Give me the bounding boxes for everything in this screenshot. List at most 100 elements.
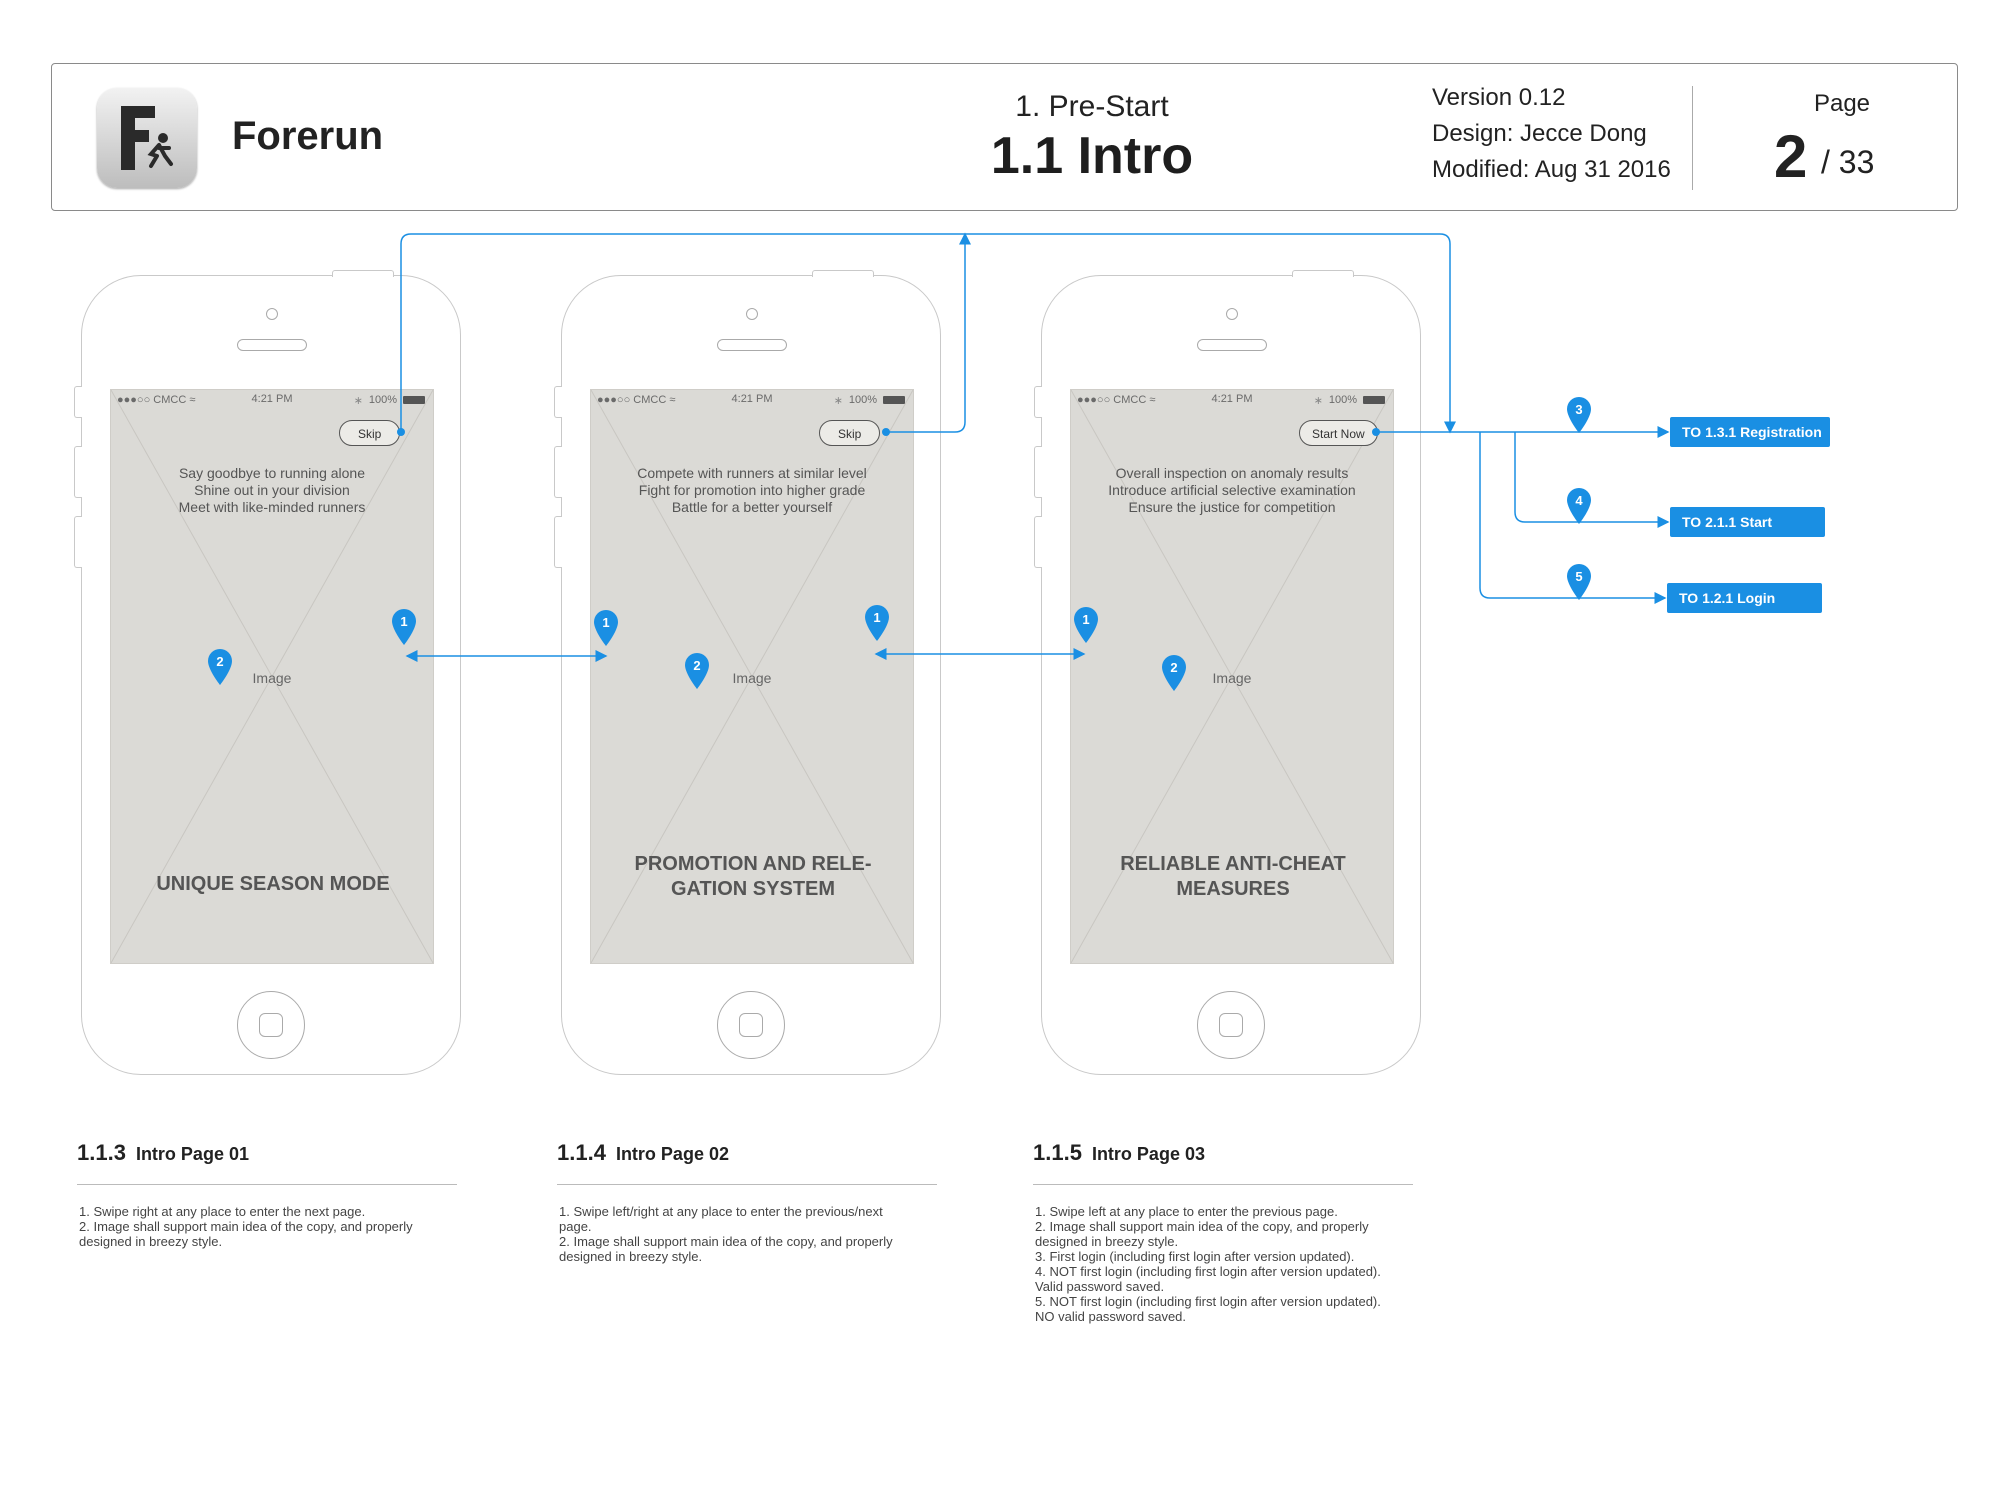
note-number: 1.1.4 <box>557 1140 606 1165</box>
app-name: Forerun <box>232 114 384 158</box>
image-placeholder-cross <box>1071 390 1393 963</box>
designer-text: Design: Jecce Dong <box>1432 120 1647 147</box>
marker-pin-2: 2 <box>207 648 233 686</box>
marker-pin-2: 2 <box>1161 654 1187 692</box>
phone-mockup-intro-03: ●●●○○ CMCC ≈ 4:21 PM ∗ 100% Start Now Ov… <box>1034 270 1421 1075</box>
status-bar: ●●●○○ CMCC ≈ 4:21 PM ∗ 100% <box>1071 390 1393 410</box>
intro-copy: Overall inspection on anomaly results In… <box>1071 465 1393 516</box>
page-label: Page <box>1813 90 1871 117</box>
note-number: 1.1.3 <box>77 1140 126 1165</box>
section-title: 1. Pre-Start <box>1015 90 1169 123</box>
skip-button[interactable]: Skip <box>819 420 881 446</box>
modified-text: Modified: Aug 31 2016 <box>1432 156 1671 183</box>
copy-line: Compete with runners at similar level <box>637 465 867 481</box>
note-intro-03: 1.1.5 Intro Page 03 1. Swipe left at any … <box>1033 1140 1413 1324</box>
volume-down-button <box>554 516 562 568</box>
battery-icon <box>403 396 425 404</box>
volume-down-button <box>74 516 82 568</box>
camera-icon <box>746 308 758 320</box>
image-label: Image <box>252 670 292 686</box>
dest-start[interactable]: TO 2.1.1 Start <box>1670 507 1825 537</box>
camera-icon <box>266 308 278 320</box>
copy-line: Ensure the justice for competition <box>1128 499 1336 515</box>
phone-mockup-intro-01: ●●●○○ CMCC ≈ 4:21 PM ∗ 100% Skip Say goo… <box>74 270 461 1075</box>
feature-heading: UNIQUE SEASON MODE <box>156 873 390 895</box>
bluetooth-icon: ∗ <box>833 395 843 407</box>
image-placeholder-cross <box>111 390 433 963</box>
volume-up-button <box>1034 446 1042 498</box>
image-label: Image <box>732 670 772 686</box>
image-placeholder-cross <box>591 390 913 963</box>
screen-intro-01[interactable]: ●●●○○ CMCC ≈ 4:21 PM ∗ 100% Skip Say goo… <box>110 389 434 964</box>
marker-pin-1: 1 <box>864 604 890 642</box>
marker-pin-2: 2 <box>684 652 710 690</box>
skip-button[interactable]: Skip <box>339 420 401 446</box>
note-divider <box>77 1184 457 1185</box>
page-title: 1.1 Intro <box>990 127 1194 185</box>
battery-percent: 100% <box>1328 394 1357 406</box>
home-button-icon <box>259 1013 283 1037</box>
battery-icon <box>1363 396 1385 404</box>
battery-percent: 100% <box>368 394 397 406</box>
page-number: 2 <box>1774 123 1808 190</box>
copy-line: Introduce artificial selective examinati… <box>1108 482 1356 498</box>
intro-copy: Say goodbye to running alone Shine out i… <box>111 465 433 516</box>
note-number: 1.1.5 <box>1033 1140 1082 1165</box>
marker-pin-3: 3 <box>1566 396 1592 434</box>
version-text: Version 0.12 <box>1432 84 1566 111</box>
home-button[interactable] <box>717 991 785 1059</box>
copy-line: Fight for promotion into higher grade <box>638 482 866 498</box>
phone-mockup-intro-02: ●●●○○ CMCC ≈ 4:21 PM ∗ 100% Skip Compete… <box>554 270 941 1075</box>
copy-line: Shine out in your division <box>194 482 350 498</box>
copy-line: Overall inspection on anomaly results <box>1115 465 1349 481</box>
power-button <box>332 270 394 277</box>
screen-intro-03[interactable]: ●●●○○ CMCC ≈ 4:21 PM ∗ 100% Start Now Ov… <box>1070 389 1394 964</box>
home-button-icon <box>1219 1013 1243 1037</box>
copy-line: Meet with like-minded runners <box>178 499 366 515</box>
volume-down-button <box>1034 516 1042 568</box>
note-body: 1. Swipe left at any place to enter the … <box>1035 1204 1381 1324</box>
home-button[interactable] <box>1197 991 1265 1059</box>
copy-line: Say goodbye to running alone <box>178 465 366 481</box>
screen-intro-02[interactable]: ●●●○○ CMCC ≈ 4:21 PM ∗ 100% Skip Compete… <box>590 389 914 964</box>
note-body: 1. Swipe right at any place to enter the… <box>79 1204 413 1249</box>
marker-pin-5: 5 <box>1566 563 1592 601</box>
volume-up-button <box>74 446 82 498</box>
speaker-grille <box>717 339 787 351</box>
app-logo-icon <box>97 88 197 188</box>
note-title: Intro Page 03 <box>1091 1144 1205 1164</box>
note-title: Intro Page 01 <box>135 1144 249 1164</box>
marker-pin-4: 4 <box>1566 487 1592 525</box>
battery-icon <box>883 396 905 404</box>
marker-pin-1: 1 <box>391 608 417 646</box>
bluetooth-icon: ∗ <box>1313 395 1323 407</box>
note-body: 1. Swipe left/right at any place to ente… <box>559 1204 893 1264</box>
carrier-signal: ●●●○○ CMCC ≈ <box>117 394 196 406</box>
home-button-icon <box>739 1013 763 1037</box>
battery-percent: 100% <box>848 394 877 406</box>
bluetooth-icon: ∗ <box>353 395 363 407</box>
home-button[interactable] <box>237 991 305 1059</box>
dest-login[interactable]: TO 1.2.1 Login <box>1667 583 1822 613</box>
start-now-button[interactable]: Start Now <box>1299 420 1378 446</box>
meta-divider <box>1692 86 1693 190</box>
status-bar: ●●●○○ CMCC ≈ 4:21 PM ∗ 100% <box>591 390 913 410</box>
header-bar: Forerun 1. Pre-Start 1.1 Intro Version 0… <box>51 63 1958 211</box>
intro-copy: Compete with runners at similar level Fi… <box>591 465 913 516</box>
volume-up-button <box>554 446 562 498</box>
note-divider <box>557 1184 937 1185</box>
status-bar: ●●●○○ CMCC ≈ 4:21 PM ∗ 100% <box>111 390 433 410</box>
note-divider <box>1033 1184 1413 1185</box>
note-intro-01: 1.1.3 Intro Page 01 1. Swipe right at any… <box>77 1140 457 1249</box>
dest-registration[interactable]: TO 1.3.1 Registration <box>1670 417 1830 447</box>
feature-heading: PROMOTION AND RELE-GATION SYSTEM <box>634 853 872 900</box>
marker-pin-1: 1 <box>593 609 619 647</box>
feature-heading: RELIABLE ANTI-CHEAT MEASURES <box>1120 853 1346 900</box>
mute-switch <box>1034 386 1042 418</box>
power-button <box>1292 270 1354 277</box>
speaker-grille <box>1197 339 1267 351</box>
copy-line: Battle for a better yourself <box>671 499 833 515</box>
document-meta: Version 0.12 Design: Jecce Dong Modified… <box>1432 80 1671 188</box>
power-button <box>812 270 874 277</box>
